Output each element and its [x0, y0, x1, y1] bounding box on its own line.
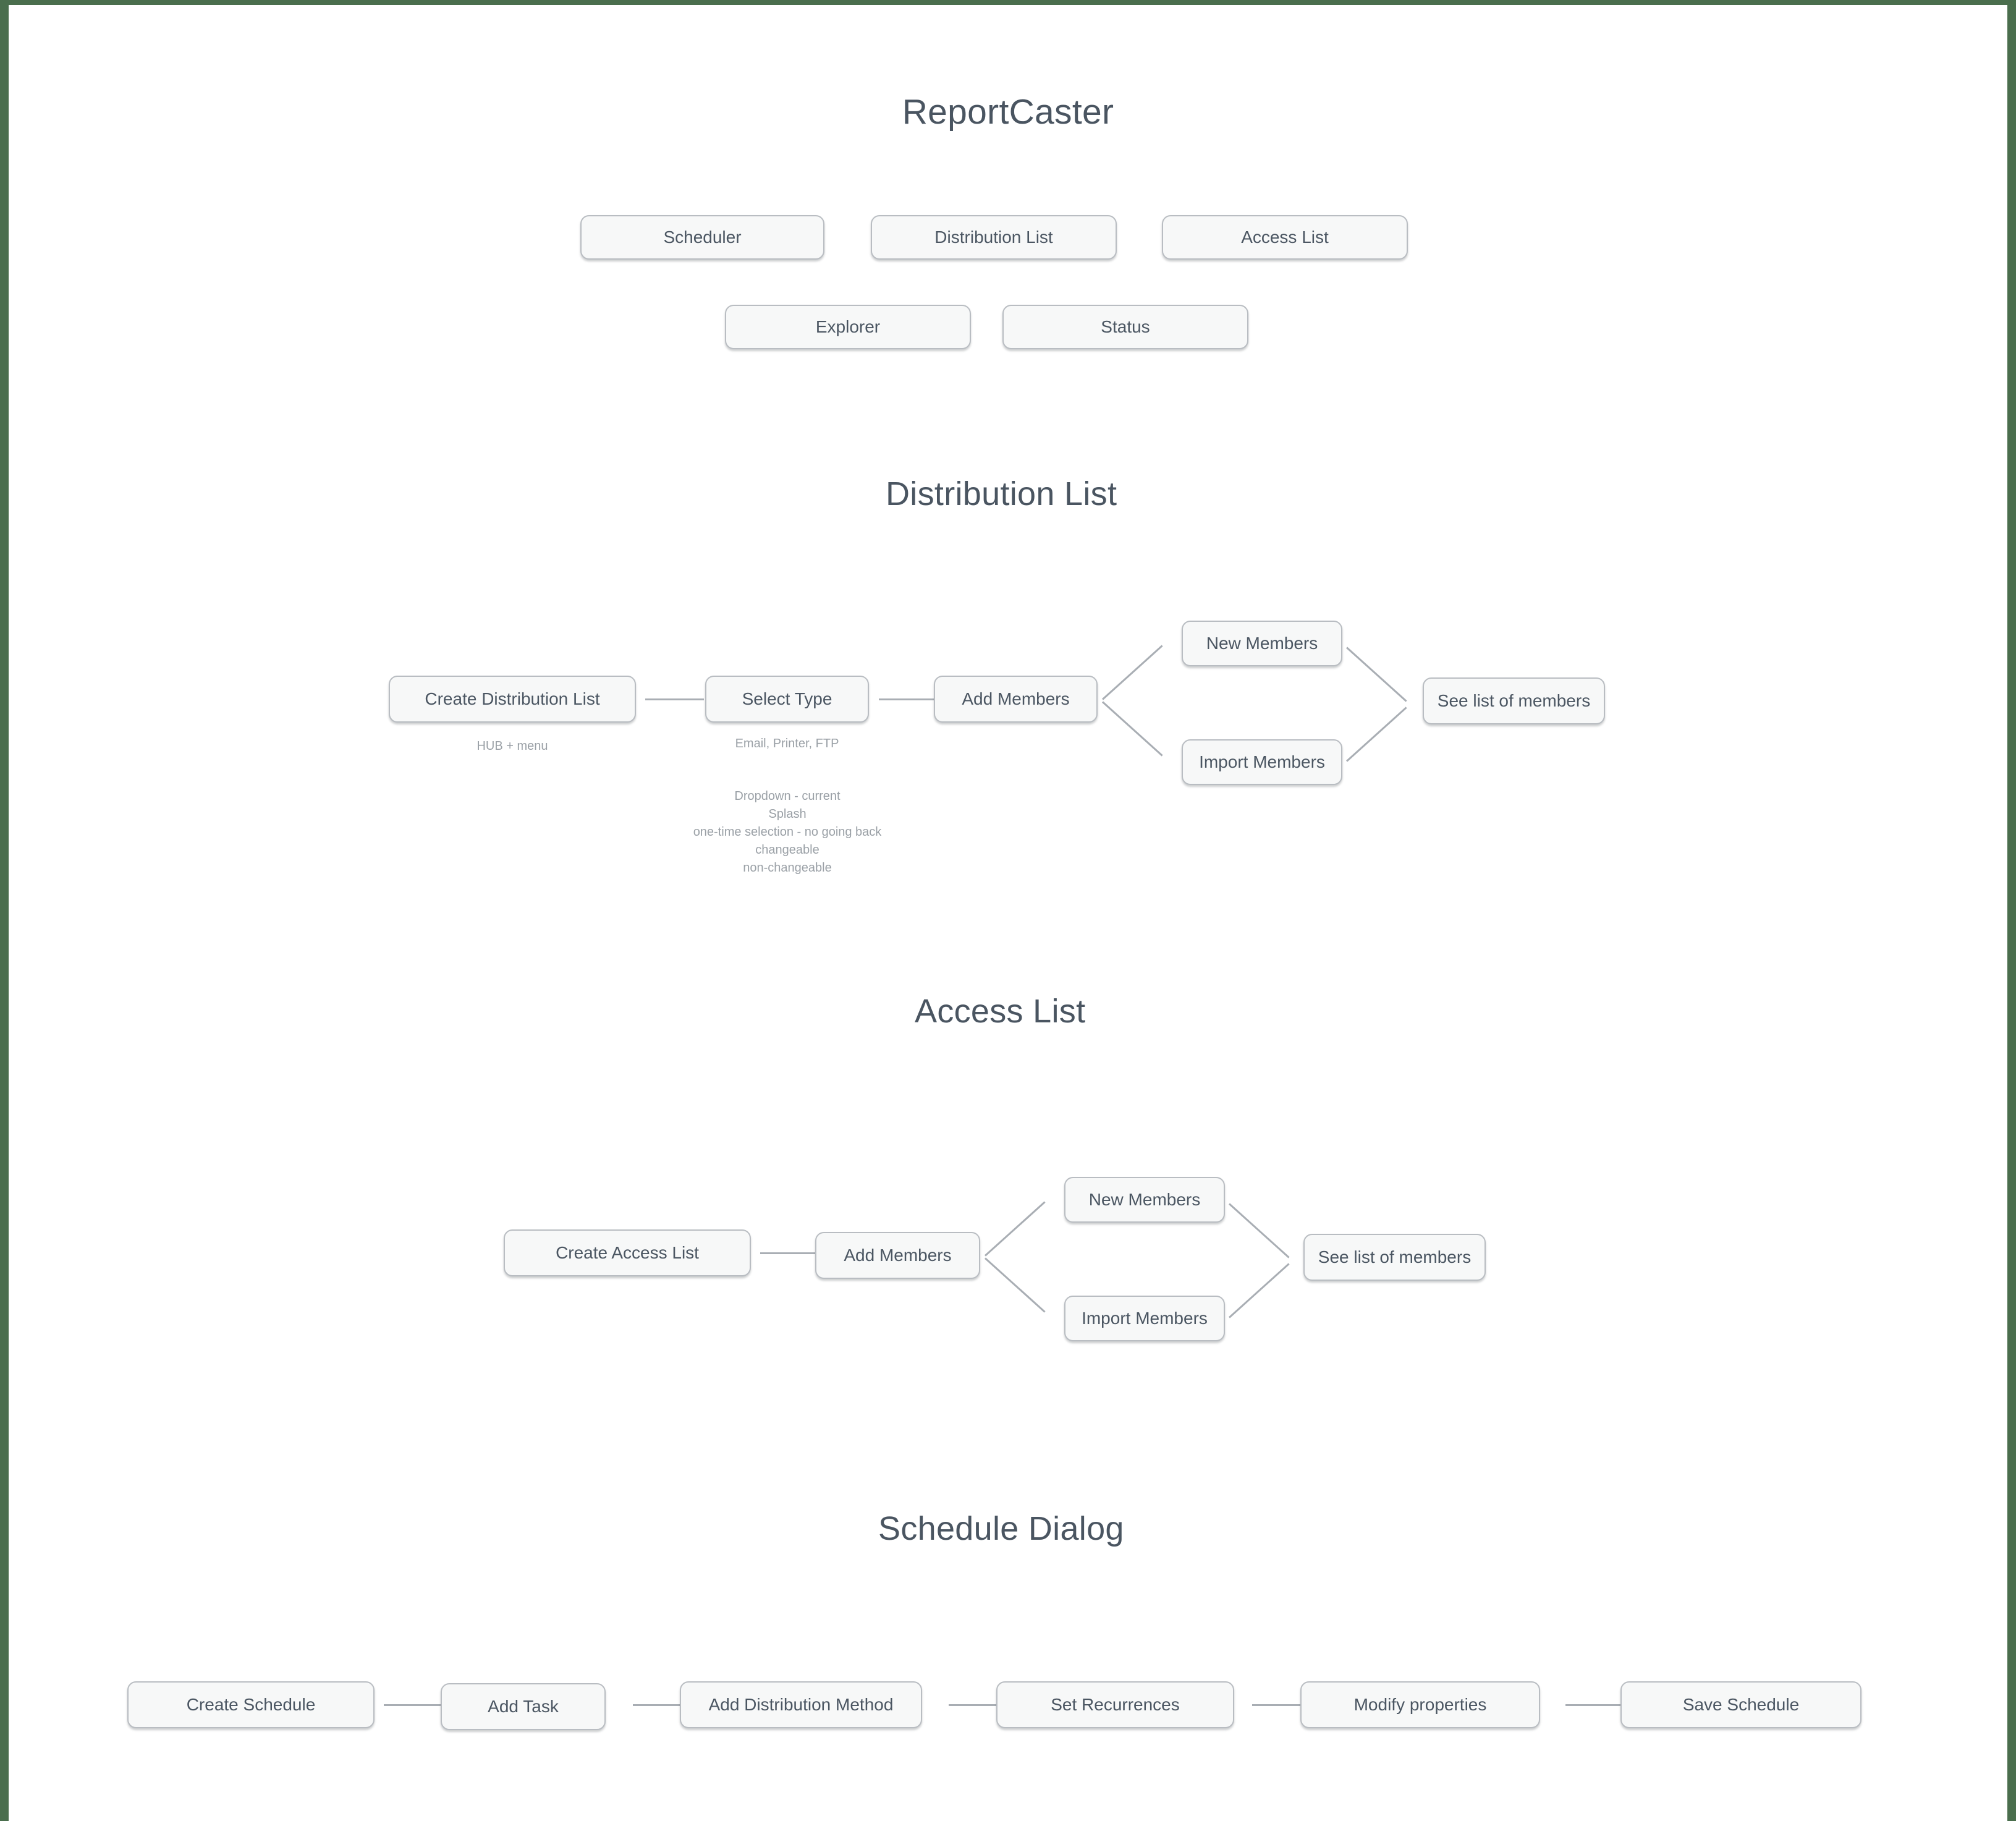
nav-button-status[interactable]: Status: [1002, 305, 1248, 349]
node-label: Save Schedule: [1682, 1695, 1800, 1714]
connector-recurrences-to-modify-properties: [1252, 1704, 1311, 1706]
connector-create-to-select: [645, 698, 704, 700]
nav-button-explorer[interactable]: Explorer: [725, 305, 971, 349]
connector-select-to-add: [879, 698, 938, 700]
connector-add-to-new-members: [984, 1201, 1046, 1257]
connector-new-members-to-see-list: [1228, 1203, 1290, 1259]
node-new-members[interactable]: New Members: [1064, 1177, 1225, 1223]
nav-button-label: Explorer: [815, 317, 881, 336]
node-label: Create Access List: [556, 1243, 699, 1262]
node-label: New Members: [1206, 634, 1318, 653]
section-title-distribution-list: Distribution List: [886, 475, 1117, 512]
nav-button-distribution-list[interactable]: Distribution List: [871, 215, 1117, 260]
node-see-list-of-members[interactable]: See list of members: [1303, 1234, 1486, 1281]
node-new-members[interactable]: New Members: [1182, 621, 1342, 666]
connector-import-members-to-see-list: [1228, 1263, 1290, 1318]
connector-add-to-import-members: [1101, 701, 1163, 757]
node-label: Create Schedule: [186, 1695, 316, 1714]
nav-button-label: Distribution List: [934, 227, 1053, 247]
section-title-schedule-dialog: Schedule Dialog: [878, 1510, 1124, 1547]
node-label: See list of members: [1437, 691, 1591, 710]
connector-add-task-to-distribution-method: [633, 1704, 692, 1706]
node-add-members[interactable]: Add Members: [934, 676, 1098, 723]
node-create-access-list[interactable]: Create Access List: [504, 1229, 751, 1276]
node-create-distribution-list[interactable]: Create Distribution List: [389, 676, 636, 723]
node-label: Import Members: [1082, 1309, 1208, 1328]
node-label: Add Members: [962, 689, 1070, 708]
connector-create-access-to-add: [760, 1252, 819, 1254]
page-border-top: [0, 0, 2016, 5]
node-label: Import Members: [1199, 752, 1325, 771]
node-label: Set Recurrences: [1051, 1695, 1180, 1714]
node-label: Select Type: [742, 689, 832, 708]
section-title-access-list: Access List: [915, 993, 1086, 1030]
nav-button-label: Status: [1101, 317, 1150, 336]
node-label: Create Distribution List: [425, 689, 600, 708]
nav-button-label: Access List: [1241, 227, 1329, 247]
node-label: Add Task: [488, 1697, 559, 1716]
connector-add-to-new-members: [1101, 645, 1163, 700]
node-modify-properties[interactable]: Modify properties: [1300, 1681, 1540, 1728]
nav-button-access-list[interactable]: Access List: [1162, 215, 1408, 260]
connector-modify-properties-to-save: [1565, 1704, 1624, 1706]
page-border-right: [2007, 0, 2016, 1821]
node-import-members[interactable]: Import Members: [1182, 739, 1342, 785]
node-see-list-of-members[interactable]: See list of members: [1423, 677, 1605, 724]
node-select-type[interactable]: Select Type: [705, 676, 869, 723]
node-create-schedule[interactable]: Create Schedule: [127, 1681, 375, 1728]
annotation-select-type-types: Email, Printer, FTP: [735, 737, 839, 750]
node-add-task[interactable]: Add Task: [441, 1683, 606, 1730]
connector-create-schedule-to-add-task: [384, 1704, 443, 1706]
diagram-canvas: ReportCaster Scheduler Distribution List…: [9, 5, 2007, 1821]
node-label: Add Members: [844, 1246, 952, 1265]
connector-new-members-to-see-list: [1345, 647, 1407, 702]
node-add-distribution-method[interactable]: Add Distribution Method: [680, 1681, 922, 1728]
node-label: New Members: [1088, 1190, 1201, 1209]
connector-import-members-to-see-list: [1345, 707, 1407, 762]
annotation-hub-menu: HUB + menu: [476, 739, 548, 753]
nav-button-label: Scheduler: [663, 227, 742, 247]
node-import-members[interactable]: Import Members: [1064, 1296, 1225, 1341]
node-label: Modify properties: [1353, 1695, 1487, 1714]
connector-distribution-method-to-recurrences: [949, 1704, 1007, 1706]
node-set-recurrences[interactable]: Set Recurrences: [996, 1681, 1234, 1728]
page-border-left: [0, 0, 9, 1821]
node-label: See list of members: [1318, 1247, 1472, 1267]
nav-button-scheduler[interactable]: Scheduler: [580, 215, 824, 260]
annotation-select-type-behavior: Dropdown - current Splash one-time selec…: [693, 789, 882, 875]
node-save-schedule[interactable]: Save Schedule: [1620, 1681, 1861, 1728]
node-add-members[interactable]: Add Members: [815, 1232, 980, 1279]
page-title: ReportCaster: [902, 92, 1114, 132]
connector-add-to-import-members: [984, 1257, 1046, 1313]
node-label: Add Distribution Method: [708, 1695, 894, 1714]
